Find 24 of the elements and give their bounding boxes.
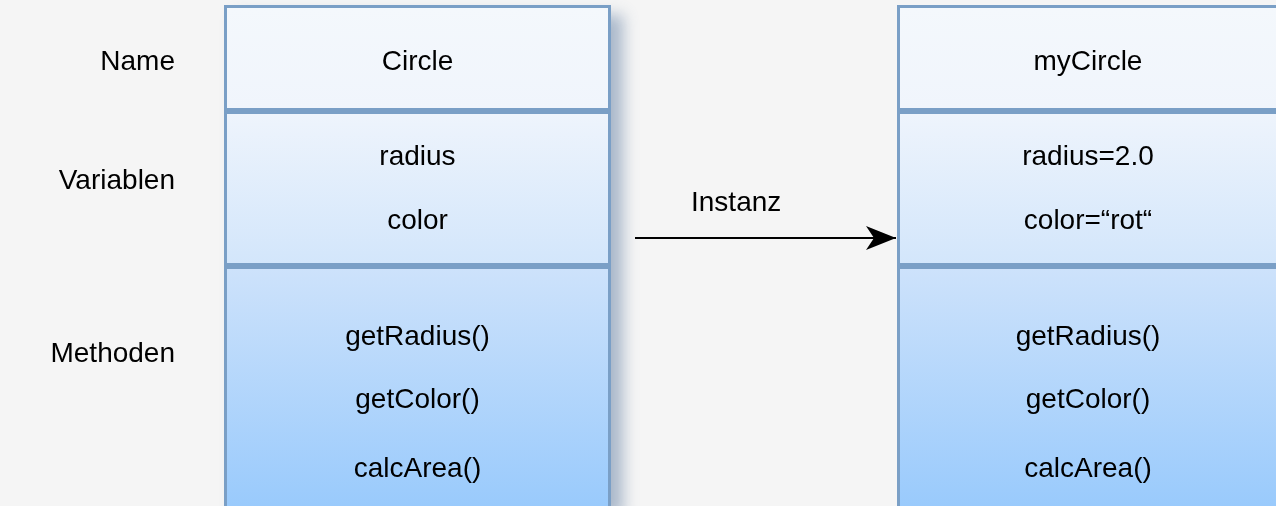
- class-compartment: [227, 111, 608, 263]
- class-box: [897, 5, 1276, 506]
- compartment-text: color=“rot“: [1022, 203, 1154, 237]
- class-compartment: [900, 111, 1276, 263]
- row-label: Methoden: [49, 336, 175, 370]
- class-box: [224, 5, 611, 506]
- arrow: [634, 226, 897, 250]
- class-compartment: [900, 8, 1276, 108]
- compartment-text: Circle: [380, 44, 455, 78]
- compartment-text: getColor(): [1024, 382, 1152, 416]
- row-label: Name: [99, 44, 175, 78]
- compartment-text: color: [386, 203, 449, 237]
- compartment-text: getRadius(): [344, 319, 491, 353]
- compartment-text: getColor(): [354, 382, 481, 416]
- compartment-text: calcArea(): [1023, 451, 1153, 485]
- compartment-text: getRadius(): [1014, 319, 1162, 353]
- compartment-text: myCircle: [1032, 44, 1144, 78]
- class-compartment: [227, 266, 608, 506]
- row-label: Variablen: [57, 163, 175, 197]
- compartment-text: calcArea(): [352, 451, 483, 485]
- class-compartment: [227, 8, 608, 108]
- class-compartment: [900, 266, 1276, 506]
- compartment-text: radius=2.0: [1021, 139, 1155, 173]
- compartment-text: radius: [378, 139, 457, 173]
